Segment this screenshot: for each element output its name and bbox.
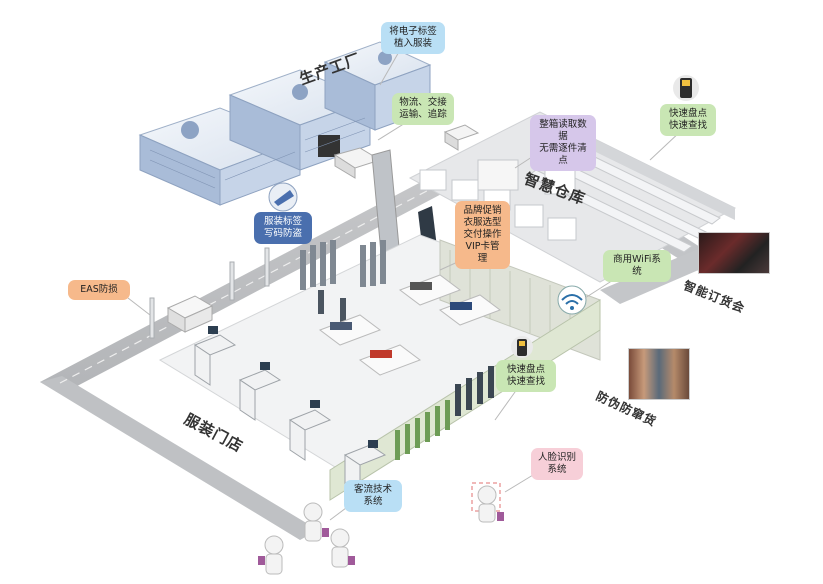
callout-inventory-store: 快速盘点快速查找 <box>496 360 556 392</box>
delivery-truck-store <box>166 295 214 333</box>
face-recognition-person <box>471 482 504 523</box>
callout-logistics: 物流、交接运输、追踪 <box>392 93 454 125</box>
callout-eas: EAS防损 <box>68 280 130 300</box>
callout-face: 人脸识别系统 <box>531 448 583 480</box>
shoppers-group <box>258 502 355 575</box>
clothing-racks <box>300 240 386 322</box>
clothing-photo <box>628 348 690 400</box>
callout-wifi: 商用WiFi系统 <box>603 250 671 282</box>
eas-pillars <box>149 247 270 339</box>
handheld-reader-icon <box>673 75 699 101</box>
rfid-tag-icon <box>268 182 298 212</box>
callout-bulk-read: 整箱读取数据无需逐件清点 <box>530 115 596 171</box>
display-tables <box>318 274 502 376</box>
callout-tag-embed: 将电子标签植入服装 <box>381 22 445 54</box>
ordering-event-photo <box>698 232 770 274</box>
wifi-icon <box>557 285 587 315</box>
callout-inventory-warehouse: 快速盘点快速查找 <box>660 104 716 136</box>
handheld-reader-store-icon <box>511 336 533 358</box>
delivery-truck-warehouse <box>443 124 480 151</box>
callout-traffic: 客流技术系统 <box>344 480 402 512</box>
callout-label-write: 服装标签写码防盗 <box>254 212 312 244</box>
